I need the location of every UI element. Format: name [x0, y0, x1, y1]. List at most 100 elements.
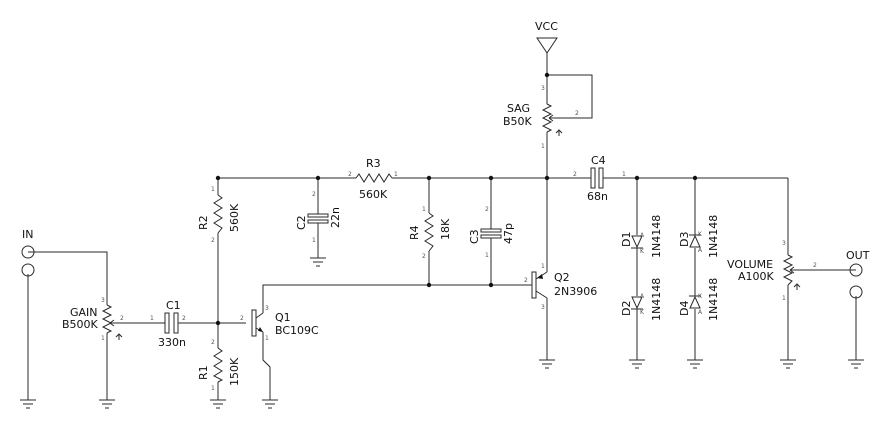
diode-d4: K A D4 1N4148: [678, 278, 720, 321]
svg-text:2: 2: [348, 171, 352, 178]
q1-ref: Q1: [275, 311, 291, 324]
ground-icon: [629, 359, 645, 369]
svg-text:2: 2: [485, 206, 489, 213]
svg-text:2: 2: [240, 315, 244, 322]
vcc-symbol: VCC: [535, 20, 558, 54]
ground-icon: [539, 359, 555, 369]
svg-text:2: 2: [524, 277, 528, 284]
volume-potentiometer: 3 1 2 VOLUME A100K: [727, 240, 817, 302]
r1-ref: R1: [197, 365, 210, 380]
svg-text:1: 1: [541, 263, 545, 270]
svg-text:1: 1: [485, 252, 489, 259]
capacitor-c2: 2 1 C2 22n: [295, 191, 342, 244]
resistor-r2: 1 2 R2 560K: [197, 186, 241, 244]
output-jack: OUT: [846, 249, 870, 299]
svg-text:2: 2: [120, 315, 124, 322]
svg-text:K: K: [698, 231, 703, 238]
d2-value: 1N4148: [650, 278, 663, 321]
svg-text:1: 1: [622, 171, 626, 178]
sag-potentiometer: 3 1 2 SAG B50K: [503, 85, 579, 150]
r2-value: 560K: [228, 203, 241, 232]
svg-text:1: 1: [394, 171, 398, 178]
vcc-label: VCC: [535, 20, 558, 33]
transistor-q1: 2 3 1 Q1 BC109C: [240, 305, 319, 342]
svg-text:1: 1: [211, 186, 215, 193]
r3-value: 560K: [359, 188, 388, 201]
d4-ref: D4: [678, 301, 691, 316]
svg-text:A: A: [698, 247, 703, 254]
r4-ref: R4: [408, 225, 421, 240]
svg-text:3: 3: [782, 240, 786, 247]
resistor-r4: 1 2 R4 18K: [408, 206, 452, 260]
capacitor-c1: 1 2 C1 330n: [150, 299, 186, 349]
svg-text:3: 3: [101, 297, 105, 304]
capacitor-c4: 2 1 C4 68n: [573, 154, 626, 203]
c2-ref: C2: [295, 215, 308, 230]
svg-text:K: K: [640, 248, 645, 255]
d3-ref: D3: [678, 232, 691, 247]
resistor-r1: 2 1 R1 150K: [197, 339, 241, 392]
svg-text:2: 2: [312, 191, 316, 198]
svg-text:3: 3: [265, 305, 269, 312]
svg-text:1: 1: [312, 237, 316, 244]
c3-value: 47p: [502, 223, 515, 244]
svg-text:2: 2: [182, 315, 186, 322]
c1-ref: C1: [166, 299, 181, 312]
d4-value: 1N4148: [707, 278, 720, 321]
c2-value: 22n: [329, 207, 342, 228]
svg-text:2: 2: [211, 237, 215, 244]
q1-value: BC109C: [275, 324, 319, 337]
d1-value: 1N4148: [650, 215, 663, 258]
svg-text:1: 1: [211, 385, 215, 392]
ground-icon: [210, 399, 226, 409]
svg-text:2: 2: [573, 171, 577, 178]
gain-potentiometer: 3 1 2 GAIN B500K: [62, 297, 124, 342]
svg-text:1: 1: [101, 335, 105, 342]
ground-icon: [310, 257, 326, 267]
c3-ref: C3: [468, 229, 481, 244]
resistor-r3: 2 1 R3 560K: [348, 157, 398, 201]
gain-value: B500K: [62, 318, 99, 331]
ground-icon: [20, 399, 36, 409]
diode-d1: A K D1 1N4148: [620, 215, 663, 258]
diode-d3: K A D3 1N4148: [678, 215, 720, 258]
svg-text:1: 1: [541, 143, 545, 150]
svg-text:A: A: [640, 232, 645, 239]
svg-text:K: K: [698, 293, 703, 300]
r4-value: 18K: [439, 218, 452, 240]
d2-ref: D2: [620, 301, 633, 316]
junctions: [215, 72, 698, 326]
svg-text:1: 1: [782, 295, 786, 302]
svg-text:3: 3: [541, 304, 545, 311]
svg-text:2: 2: [211, 339, 215, 346]
svg-text:K: K: [640, 309, 645, 316]
ground-icon: [848, 359, 864, 369]
d3-value: 1N4148: [707, 215, 720, 258]
r2-ref: R2: [197, 215, 210, 230]
ground-symbols: [20, 257, 864, 409]
r3-ref: R3: [366, 157, 381, 170]
c1-value: 330n: [158, 336, 186, 349]
capacitor-c3: 2 1 C3 47p: [468, 206, 515, 259]
ground-icon: [262, 399, 278, 409]
ground-icon: [687, 359, 703, 369]
q2-value: 2N3906: [554, 285, 597, 298]
wires: [27, 53, 857, 400]
c4-ref: C4: [591, 154, 606, 167]
svg-text:A: A: [640, 293, 645, 300]
volume-value: A100K: [738, 270, 775, 283]
svg-text:1: 1: [150, 315, 154, 322]
input-jack: IN: [21, 228, 35, 277]
svg-text:3: 3: [541, 85, 545, 92]
svg-text:2: 2: [813, 262, 817, 269]
svg-text:A: A: [698, 309, 703, 316]
svg-text:2: 2: [422, 253, 426, 260]
sag-value: B50K: [503, 115, 533, 128]
c4-value: 68n: [587, 190, 608, 203]
svg-text:1: 1: [422, 206, 426, 213]
diode-d2: A K D2 1N4148: [620, 278, 663, 321]
q2-ref: Q2: [554, 271, 570, 284]
svg-text:2: 2: [575, 110, 579, 117]
d1-ref: D1: [620, 232, 633, 247]
